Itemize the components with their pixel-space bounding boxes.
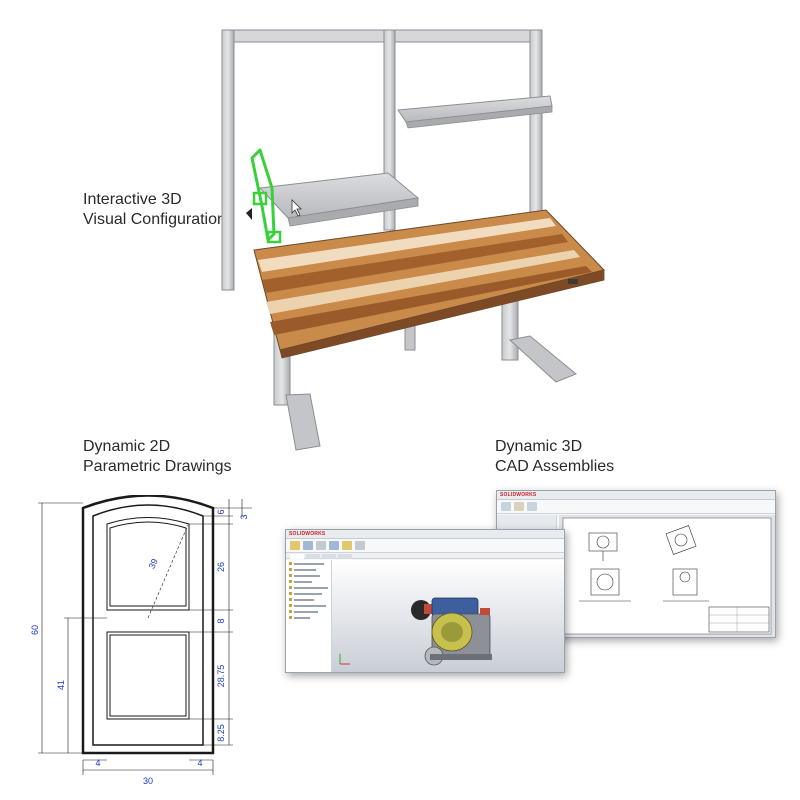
cad-assembly-window[interactable]: SOLIDWORKS [285,529,565,673]
part-icon [289,574,292,577]
tree-item[interactable] [289,579,329,584]
dim-arch-rise: 3 [239,514,249,519]
dim-lower-panel: 28.75 [216,665,226,688]
part-icon [289,616,292,619]
part-icon [289,586,292,589]
part-icon [289,592,292,595]
dim-mid-rail: 8 [216,618,226,623]
part-icon [289,610,292,613]
assemblies-caption-line2: CAD Assemblies [495,458,615,475]
dim-upper-panel: 26 [216,562,226,572]
tree-item[interactable] [289,591,329,596]
door-outline [81,495,215,755]
dim-arch-radius: 39 [147,557,160,570]
ribbon-tool-icon[interactable] [501,502,511,511]
gearbox-views [579,525,709,602]
tree-item[interactable] [289,567,329,572]
title-block [708,606,770,633]
drawings-caption-line2: Parametric Drawings [83,458,232,475]
cad-drawing-window[interactable]: SOLIDWORKS [496,490,776,638]
tree-item[interactable] [289,585,329,590]
drag-handle-icon[interactable] [246,208,252,220]
cad-assembly-tabs[interactable] [286,553,564,559]
dim-bottom-rail: 8.25 [216,724,226,742]
part-icon [289,568,292,571]
tree-item[interactable] [289,573,329,578]
cad-tab[interactable] [322,554,336,559]
dim-lower-panel-height: 41 [56,680,66,690]
workbench-3d-viewport[interactable] [210,10,620,460]
feature-tree[interactable] [286,560,332,672]
mouse-pointer-icon [291,199,302,217]
selected-shelf-bracket[interactable] [250,148,282,244]
upright-frame [221,29,543,351]
cad-drawing-titlebar[interactable]: SOLIDWORKS [497,491,775,500]
ribbon-tool-icon[interactable] [527,502,537,511]
ribbon-tool-icon[interactable] [355,541,365,550]
tree-item[interactable] [289,603,329,608]
door-drawing[interactable]: 60 41 39 6 3 26 8 28.75 8.25 4 4 30 [28,495,268,795]
cad-drawing-ribbon[interactable] [497,500,775,514]
assemblies-caption: Dynamic 3D CAD Assemblies [495,437,614,477]
drawings-caption-line1: Dynamic 2D [83,438,171,455]
cad-assembly-ribbon[interactable] [286,539,564,553]
configurator-caption-line1: Interactive 3D [83,191,182,208]
ribbon-tool-icon[interactable] [303,541,313,550]
dim-overall-width: 30 [143,776,153,786]
configurator-caption-line2: Visual Configuration [83,211,226,228]
upper-shelf[interactable] [397,95,553,129]
ribbon-tool-icon[interactable] [316,541,326,550]
tree-item[interactable] [289,561,329,566]
dimension-lines [38,499,252,775]
dim-left-stile: 4 [95,758,100,768]
lower-shelf[interactable] [258,172,420,227]
3d-viewport[interactable] [332,560,564,672]
solidworks-logo: SOLIDWORKS [500,492,537,498]
assemblies-caption-line1: Dynamic 3D [495,438,583,455]
ribbon-tool-icon[interactable] [290,541,300,550]
part-icon [289,562,292,565]
solidworks-logo: SOLIDWORKS [289,531,326,537]
part-icon [289,580,292,583]
drawing-sheet[interactable] [559,515,775,637]
drawings-caption: Dynamic 2D Parametric Drawings [83,437,231,477]
dim-top-rail: 6 [216,509,226,514]
tree-item[interactable] [289,609,329,614]
configurator-caption: Interactive 3D Visual Configuration [83,190,226,230]
part-icon [289,604,292,607]
dim-right-stile: 4 [197,758,202,768]
cad-assembly-titlebar[interactable]: SOLIDWORKS [286,530,564,539]
dimension-labels: 60 41 39 6 3 26 8 28.75 8.25 4 4 30 [30,509,249,786]
part-icon [289,598,292,601]
ribbon-tool-icon[interactable] [329,541,339,550]
view-triad-icon [339,654,350,665]
gearbox-assembly-model[interactable] [411,597,492,666]
cad-tab[interactable] [306,554,320,559]
wooden-tabletop[interactable] [253,209,605,359]
ribbon-tool-icon[interactable] [514,502,524,511]
cad-tab[interactable] [290,554,304,559]
tree-item[interactable] [289,597,329,602]
cad-tab[interactable] [338,554,352,559]
ribbon-tool-icon[interactable] [342,541,352,550]
tree-item[interactable] [289,615,329,620]
dim-overall-height: 60 [30,625,40,635]
